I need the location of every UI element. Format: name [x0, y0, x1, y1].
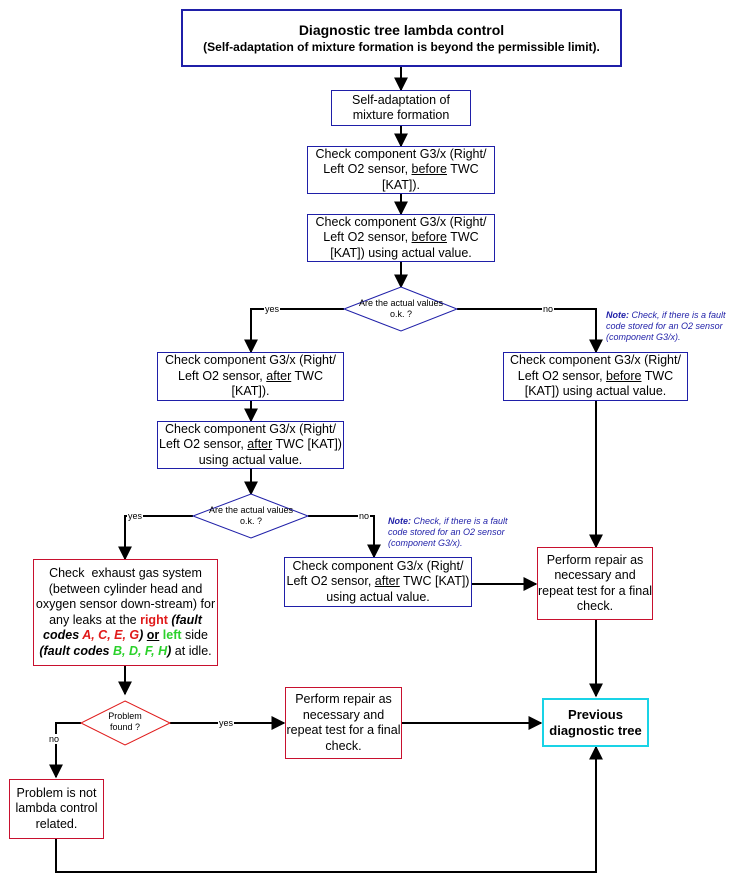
check-before-box: Check component G3/x (Right/ Left O2 sen… — [307, 146, 495, 194]
mid-after-actual-label: Check component G3/x (Right/ Left O2 sen… — [286, 558, 470, 604]
left-after-actual-label: Check component G3/x (Right/ Left O2 sen… — [159, 421, 342, 467]
left-after-actual-box: Check component G3/x (Right/ Left O2 sen… — [157, 421, 344, 469]
decision-1-yes-label: yes — [264, 304, 281, 314]
right-before-actual-box: Check component G3/x (Right/ Left O2 sen… — [503, 352, 688, 401]
check-before-actual-label: Check component G3/x (Right/ Left O2 sen… — [315, 214, 487, 260]
repair-mid-label: Perform repair as necessary and repeat t… — [286, 692, 401, 753]
decision-1-no-label: no — [542, 304, 555, 314]
diagram-title: Diagnostic tree lambda control — [298, 22, 505, 38]
right-before-actual-label: Check component G3/x (Right/ Left O2 sen… — [510, 353, 681, 399]
not-lambda-box: Problem is not lambda control related. — [9, 779, 104, 839]
check-before-actual-box: Check component G3/x (Right/ Left O2 sen… — [307, 214, 495, 262]
repair-right-box: Perform repair as necessary and repeat t… — [537, 547, 653, 620]
note-2: Note: Check, if there is a fault code st… — [388, 516, 508, 548]
decision-diamond-1 — [342, 286, 459, 332]
self-adaptation-label: Self-adaptation of mixture formation — [352, 92, 450, 123]
decision-3-yes-label: yes — [218, 718, 235, 728]
exhaust-check-label: Check exhaust gas system (between cylind… — [35, 566, 216, 658]
decision-diamond-2 — [191, 493, 310, 539]
decision-1-text: Are the actual values o.k. ? — [358, 298, 444, 319]
title-box: Diagnostic tree lambda control (Self-ada… — [181, 9, 622, 67]
left-after-box: Check component G3/x (Right/ Left O2 sen… — [157, 352, 344, 401]
arrow-not-lambda-to-previous — [55, 745, 603, 873]
diagram-subtitle: (Self-adaptation of mixture formation is… — [203, 40, 600, 54]
decision-2-yes-label: yes — [127, 511, 144, 521]
arrow-decision-2-no — [308, 515, 381, 559]
arrow-decision-1-no — [457, 308, 603, 354]
arrow-decision-2-yes — [118, 515, 193, 561]
arrow-problem-no — [49, 722, 81, 779]
decision-3-text: Problem found ? — [108, 711, 142, 732]
repair-mid-box: Perform repair as necessary and repeat t… — [285, 687, 402, 759]
self-adaptation-box: Self-adaptation of mixture formation — [331, 90, 471, 126]
previous-tree-label: Previous diagnostic tree — [549, 707, 642, 738]
previous-tree-box: Previous diagnostic tree — [542, 698, 649, 747]
decision-diamond-3 — [79, 700, 172, 746]
decision-3-no-label: no — [48, 734, 61, 744]
note-1: Note: Check, if there is a fault code st… — [606, 310, 726, 342]
arrow-decision-1-yes — [244, 308, 344, 354]
not-lambda-label: Problem is not lambda control related. — [15, 785, 98, 831]
left-after-label: Check component G3/x (Right/ Left O2 sen… — [165, 353, 336, 399]
decision-2-text: Are the actual values o.k. ? — [208, 505, 294, 526]
repair-right-label: Perform repair as necessary and repeat t… — [538, 552, 652, 614]
decision-2-no-label: no — [358, 511, 371, 521]
check-before-label: Check component G3/x (Right/ Left O2 sen… — [315, 146, 487, 192]
exhaust-check-box: Check exhaust gas system (between cylind… — [33, 559, 218, 666]
mid-after-actual-box: Check component G3/x (Right/ Left O2 sen… — [284, 557, 472, 607]
